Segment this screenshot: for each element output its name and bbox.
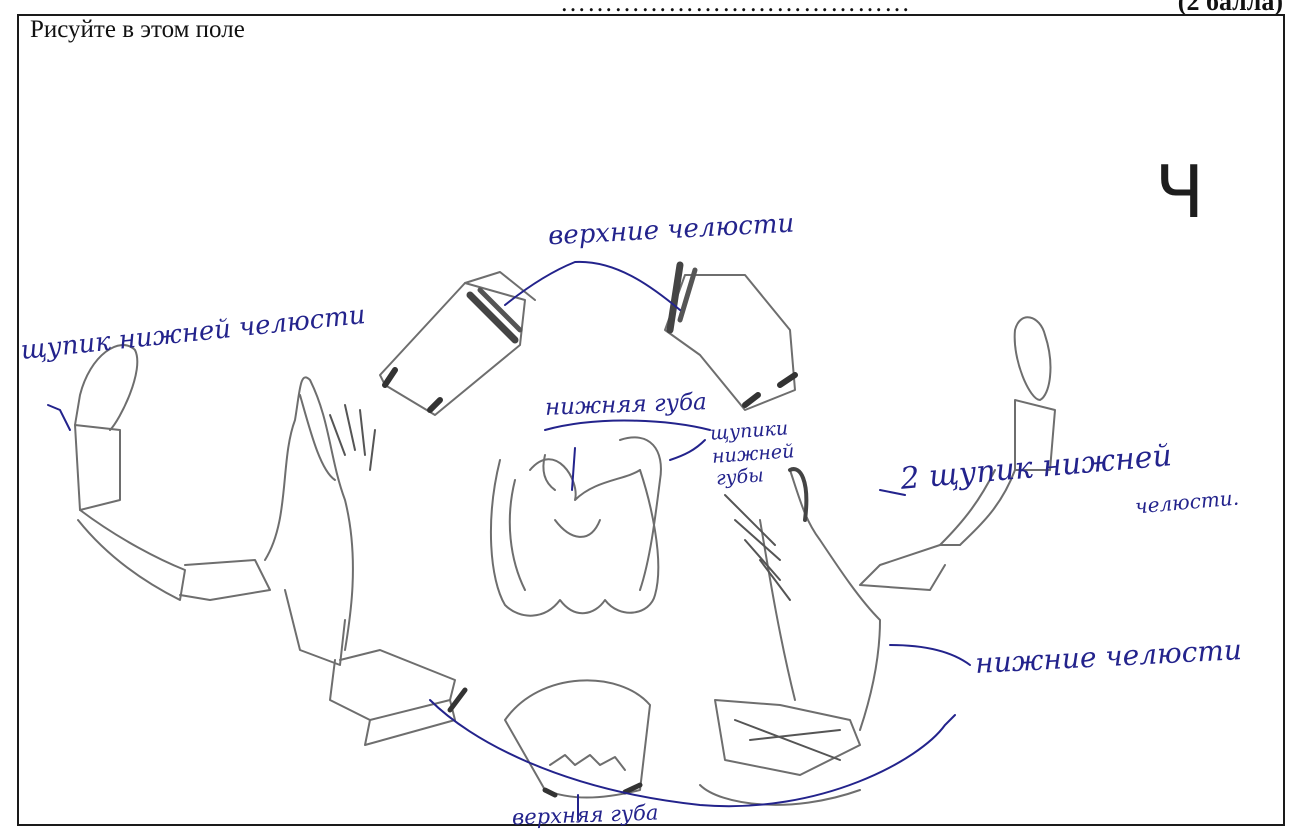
lower-jaw-left-sketch [75,345,465,745]
leader-lower-lip [545,421,710,430]
label-palps-lower-lip-3: губы [715,464,764,489]
leader-lower-jaws [890,645,970,665]
upper-jaw-right-sketch [665,265,795,410]
lower-jaw-right-sketch [700,317,1055,805]
leader-upper-jaws [505,262,680,310]
upper-jaw-left-sketch [380,272,535,415]
variant-mark: Ч [1155,150,1204,234]
lower-lip-sketch [491,437,661,615]
leader-palps-lower-lip [670,440,705,460]
label-upper-lip: верхняя губа [512,800,659,829]
leader-palp-left [48,405,70,430]
